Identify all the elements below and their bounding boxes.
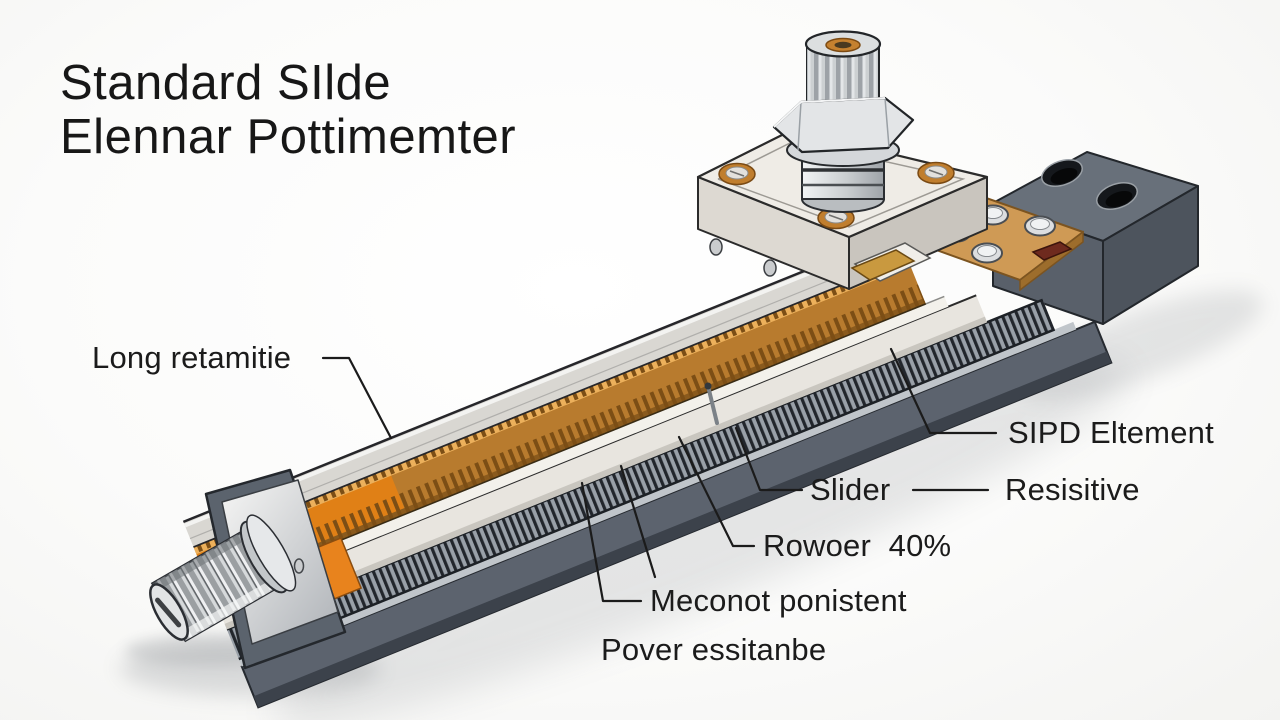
label-rower-40: Rowoer 40% [763, 528, 952, 563]
label-sipd-element: SIPD Eltement [1008, 415, 1214, 450]
leader-sipd [889, 347, 998, 435]
potentiometer-body [182, 232, 1113, 709]
mounting-hole [1041, 159, 1083, 187]
threaded-shaft [149, 514, 297, 643]
gold-contact [850, 249, 916, 281]
shaft-slot [155, 597, 182, 628]
title-line-1: Standard SIlde [60, 56, 392, 110]
resistive-track [193, 257, 927, 594]
label-long-track: Long retamitie [92, 340, 292, 375]
lower-rail [215, 295, 988, 630]
wiper-pin [704, 382, 719, 425]
leader-long-track [321, 356, 393, 440]
leader-rower [677, 435, 756, 548]
leader-slider [734, 426, 804, 492]
leader-lines [321, 347, 998, 603]
mounting-hole [1096, 182, 1138, 210]
hex-nut [772, 96, 915, 154]
end-plate-assembly [149, 468, 347, 670]
title-line-2: Elennar Pottimemter [60, 110, 517, 164]
leader-mechanical [580, 481, 643, 603]
label-slider: Slider [810, 472, 891, 507]
leader-power [619, 464, 657, 579]
countersunk-screw [917, 161, 955, 185]
terminal-screw [1024, 215, 1056, 237]
label-resistive: Resisitive [1005, 472, 1140, 507]
label-mechanical: Meconot ponistent [650, 583, 907, 618]
top-rail [182, 232, 908, 548]
label-power-resistance: Pover essitanbe [601, 632, 827, 667]
slider-carriage [696, 30, 989, 290]
side-screw [709, 238, 723, 256]
terminal-screw [971, 242, 1003, 264]
side-screw [763, 259, 777, 277]
plate-screw [293, 558, 305, 574]
countersunk-screw [718, 162, 756, 186]
diagram-title: Standard SIlde Elennar Pottimemter [60, 56, 516, 164]
